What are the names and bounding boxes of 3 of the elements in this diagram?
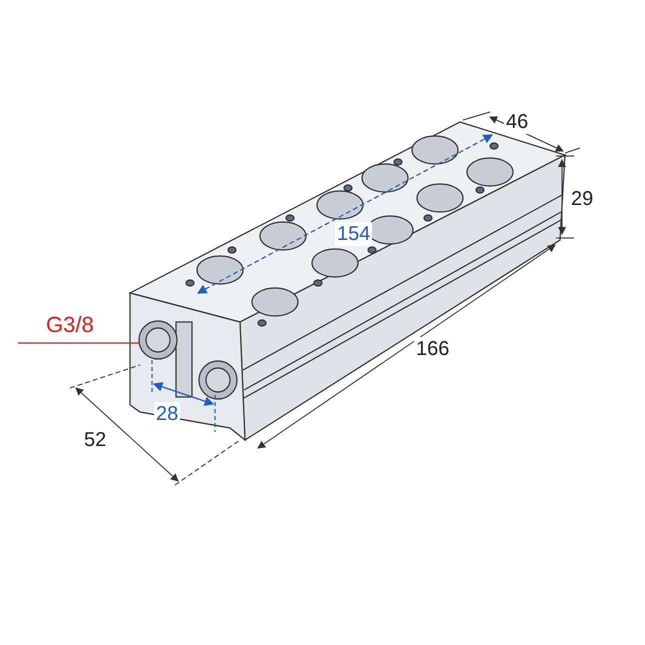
leader-line <box>18 342 140 344</box>
dimension-label: 154 <box>335 222 372 246</box>
port-label: G3/8 <box>46 311 94 339</box>
